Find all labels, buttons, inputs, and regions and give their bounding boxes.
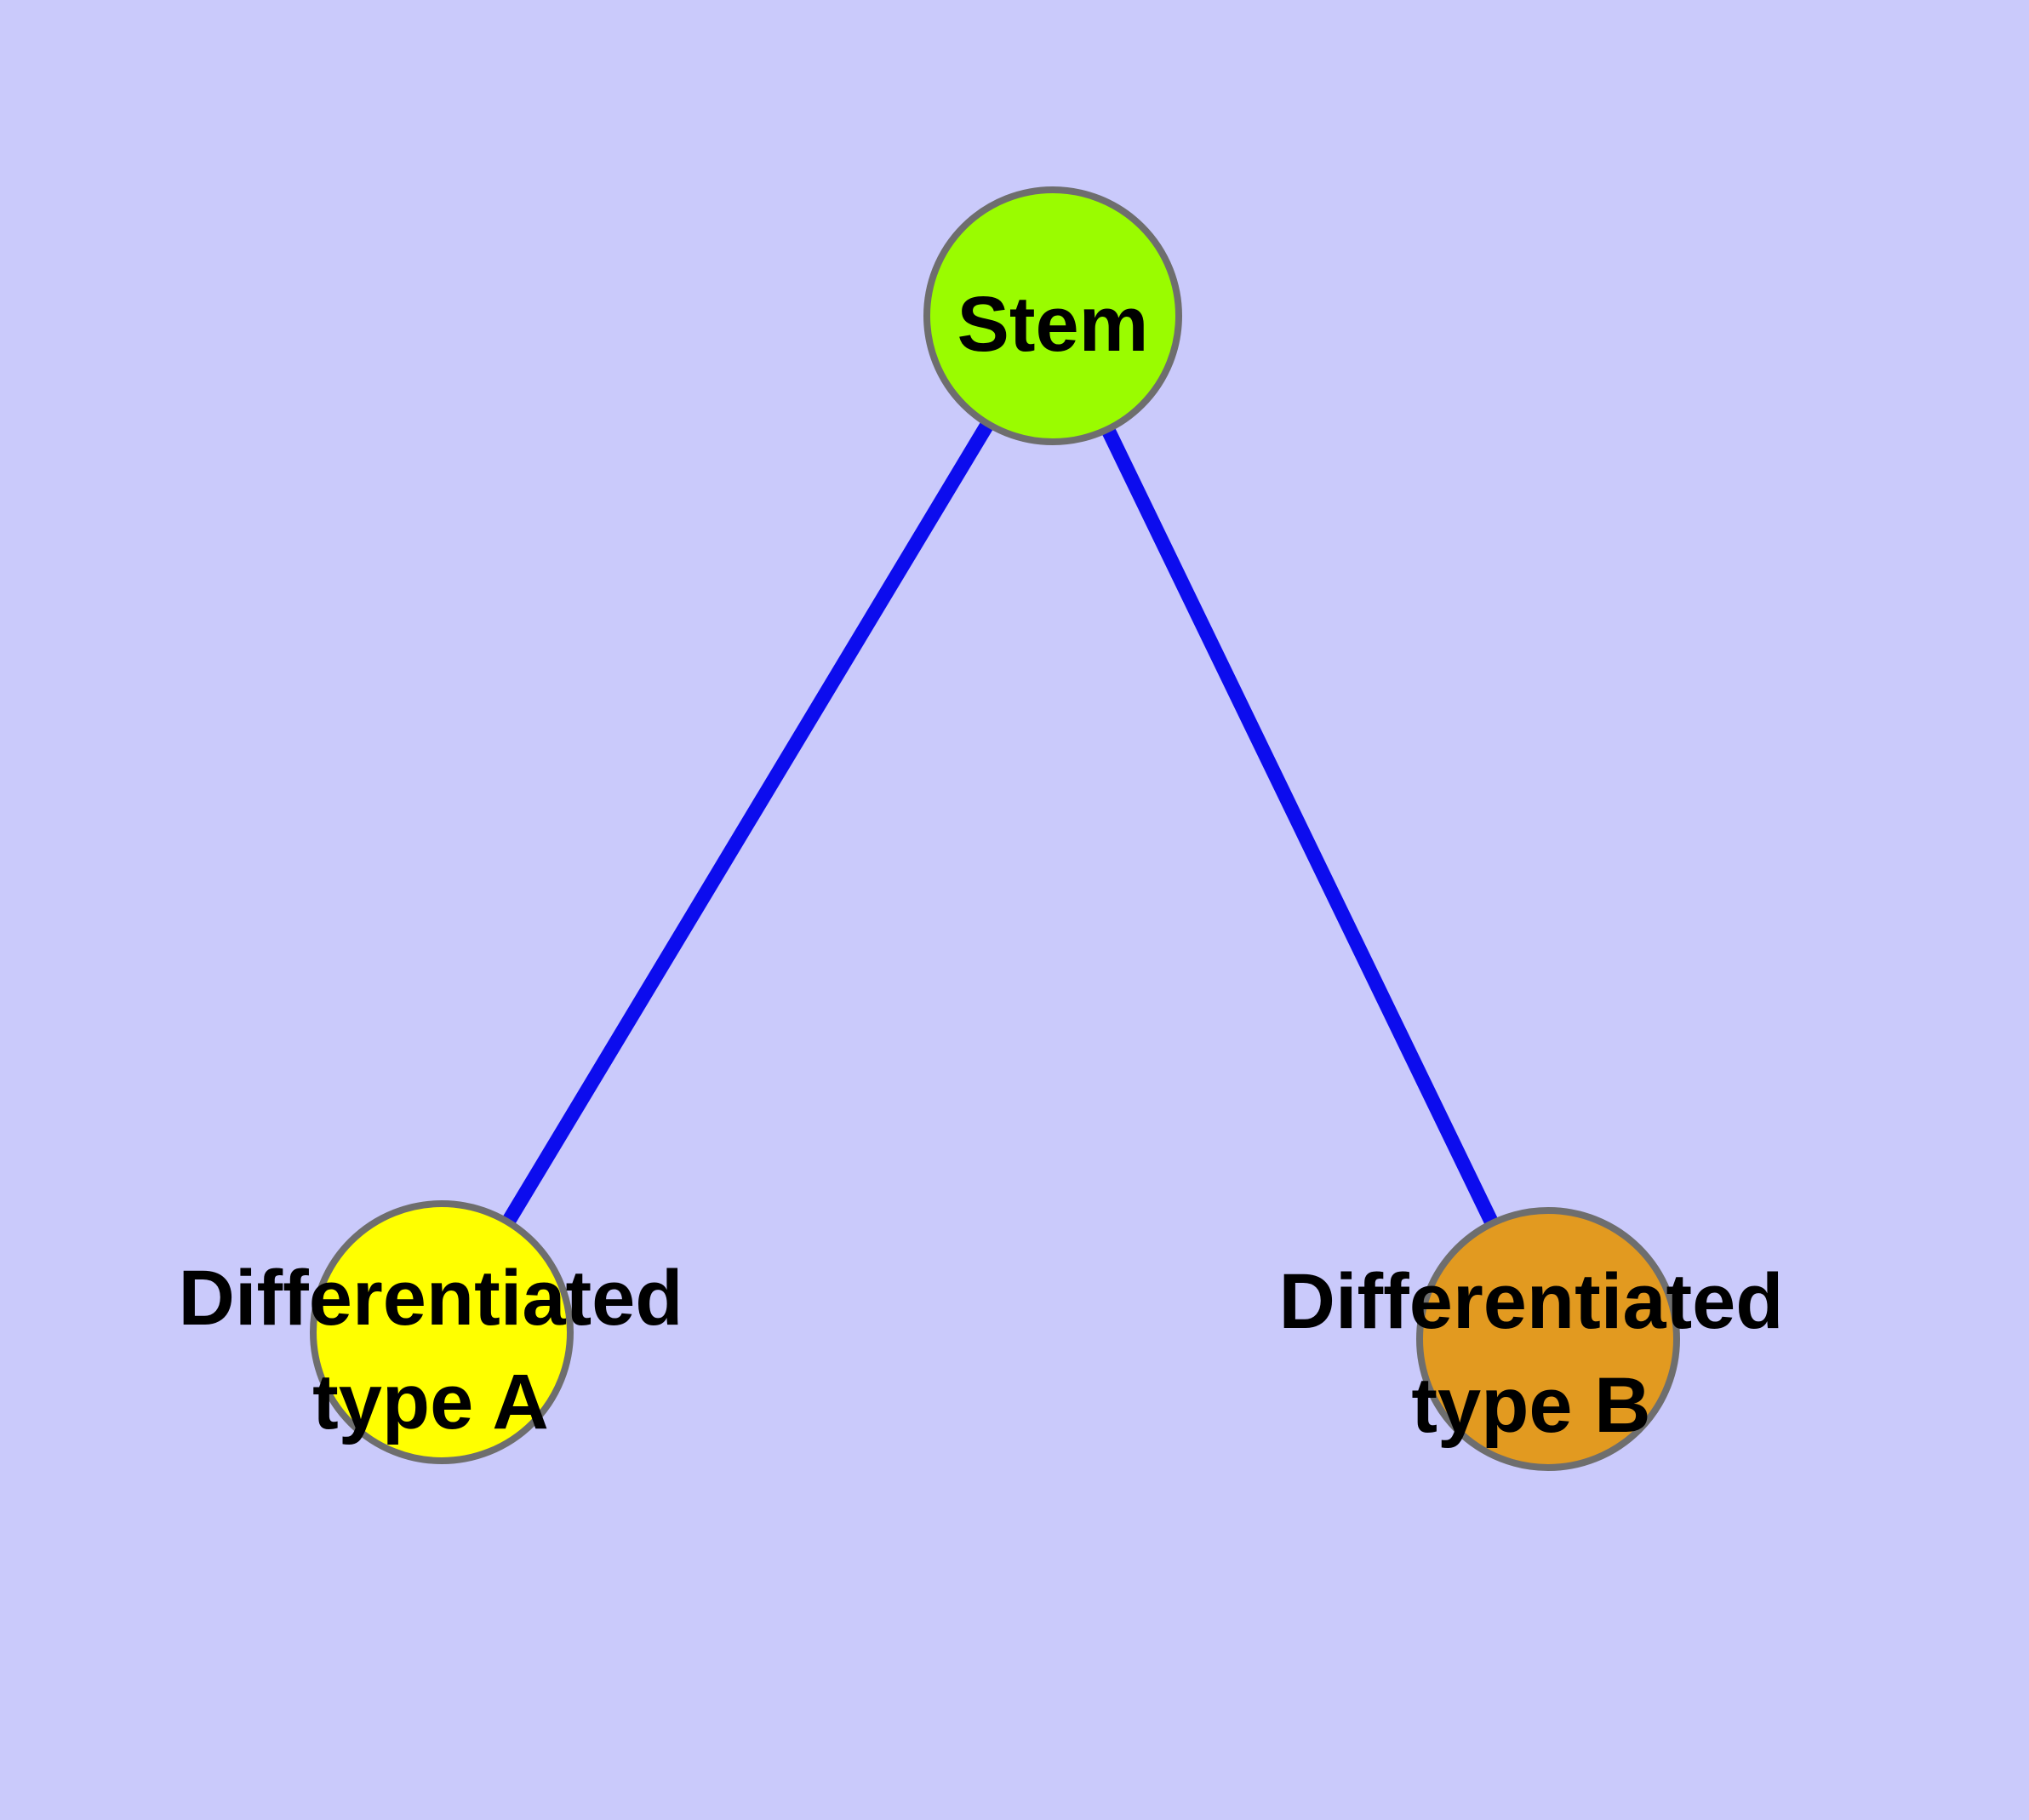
- node-type-a-label: Differentiated type A: [179, 1246, 683, 1454]
- node-type-b-label-line1: Differentiated: [1278, 1258, 1784, 1345]
- node-type-a-circle: [310, 1200, 574, 1464]
- node-stem-circle: [923, 186, 1182, 445]
- node-type-b-label-line2: type B: [1411, 1362, 1651, 1449]
- node-type-b-circle: [1416, 1207, 1680, 1471]
- node-stem-label-text: Stem: [957, 281, 1149, 368]
- edge-stem-to-type-b: [1046, 312, 1555, 1342]
- node-type-a-label-line1: Differentiated: [178, 1255, 683, 1342]
- node-stem-label: Stem: [957, 272, 1149, 376]
- node-type-a-label-line2: type A: [312, 1359, 549, 1445]
- node-type-b-label: Differentiated type B: [1279, 1250, 1784, 1457]
- edge-stem-to-type-a: [435, 312, 1060, 1336]
